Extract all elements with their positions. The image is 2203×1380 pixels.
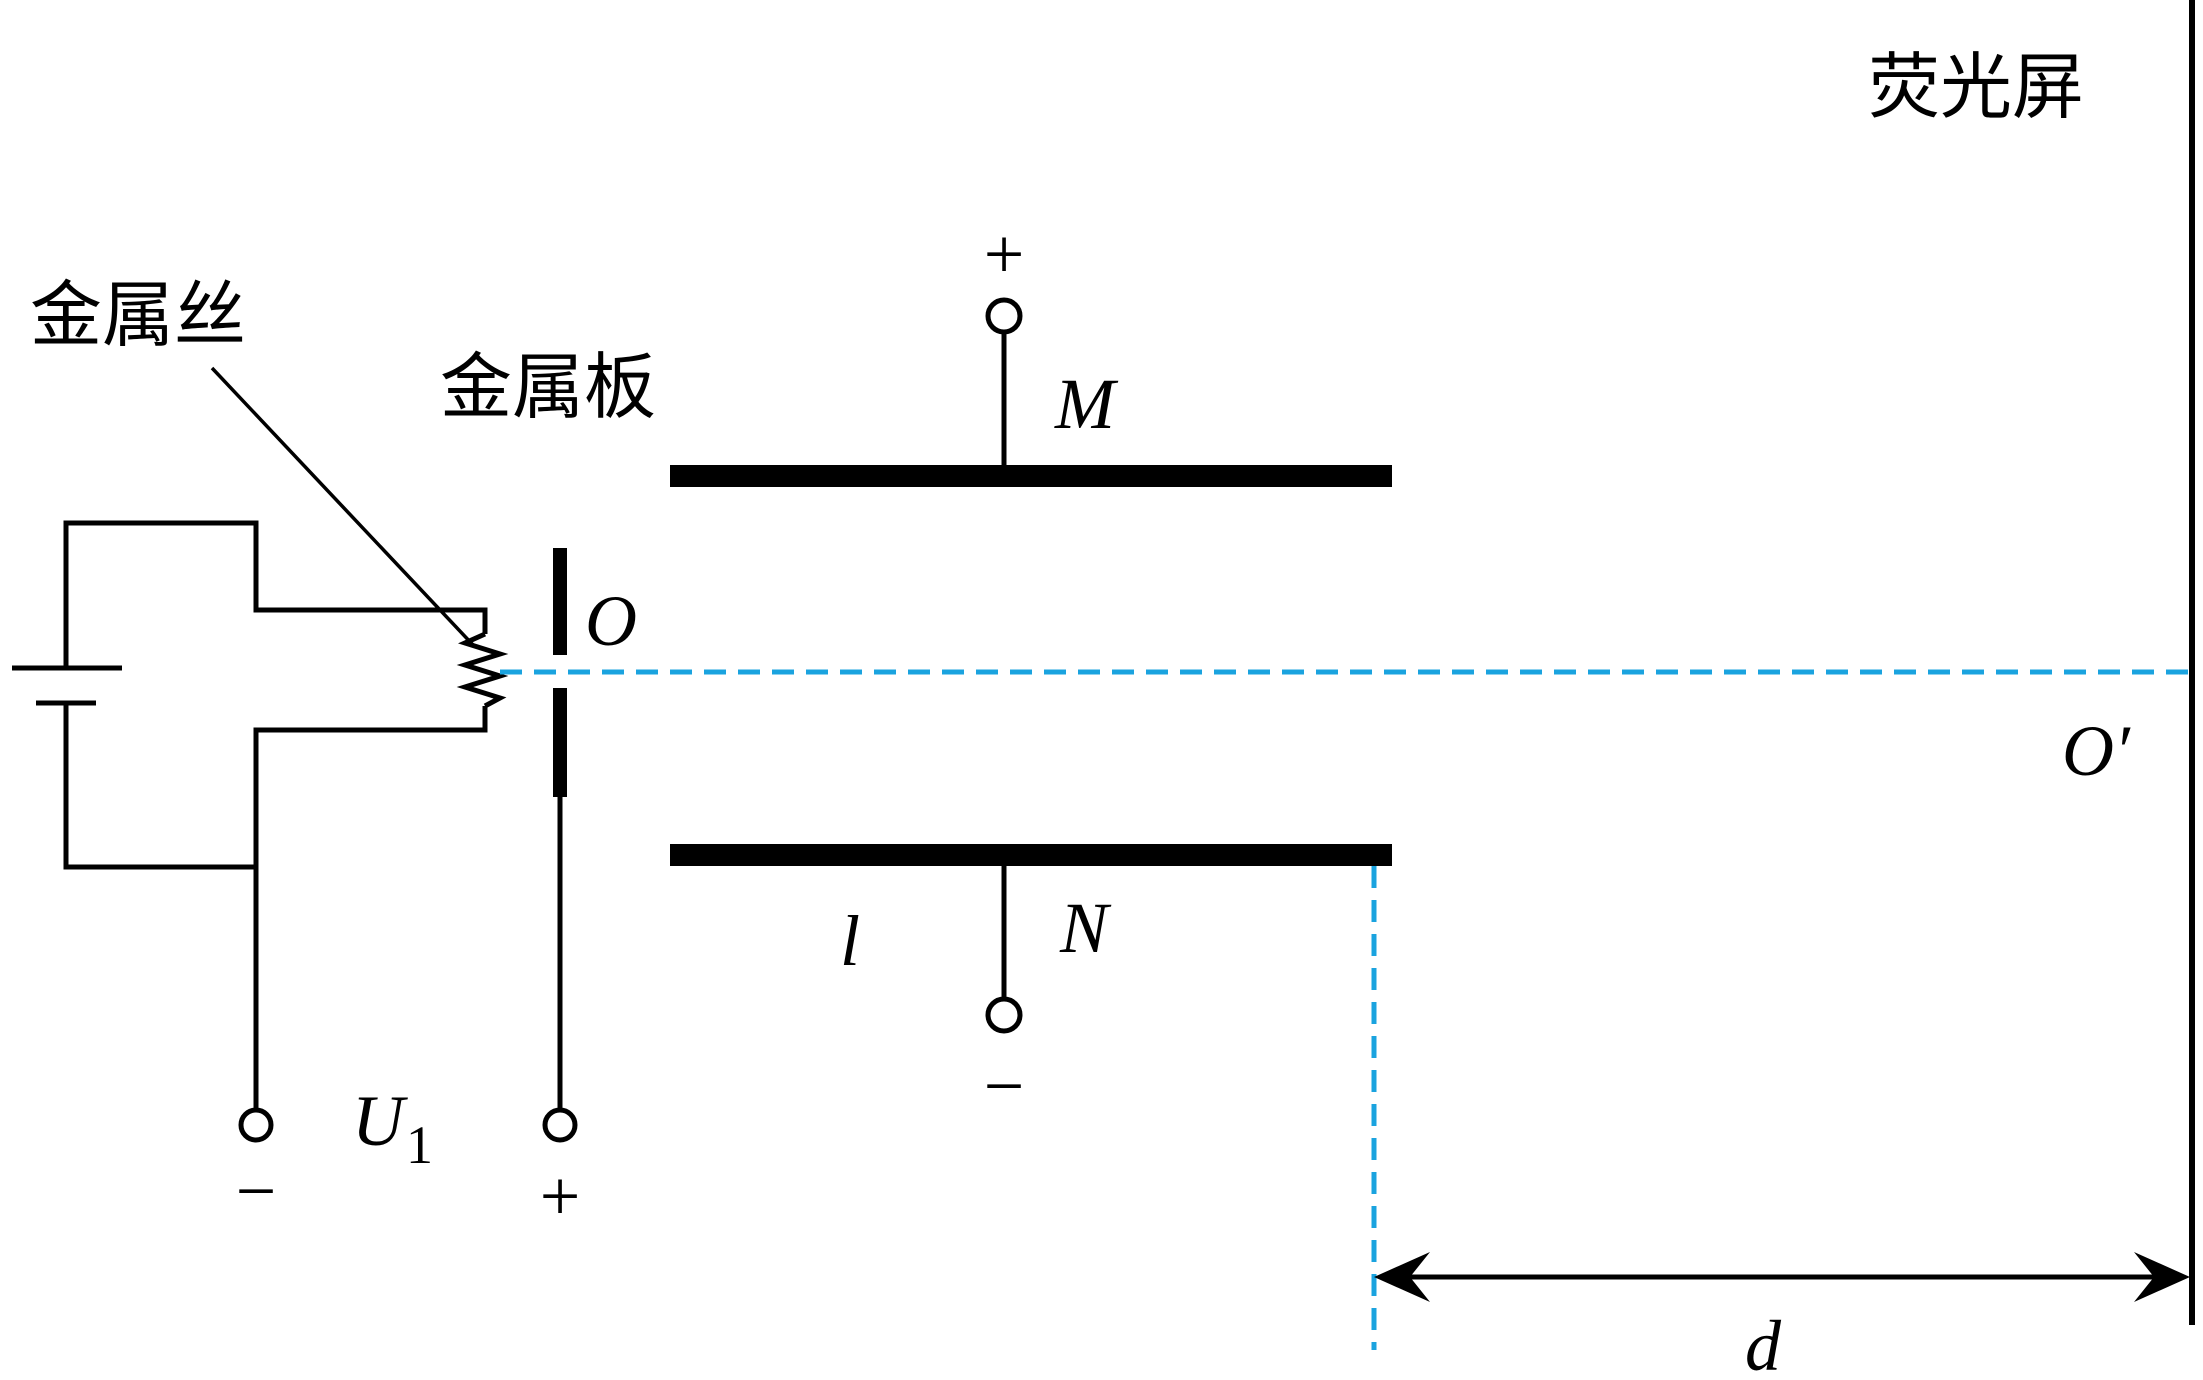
screen-point-label: O′	[2062, 711, 2131, 791]
wire-label: 金属丝	[30, 273, 246, 357]
heater-wire-top	[63, 520, 488, 668]
metal-plate-label: 金属板	[440, 345, 656, 429]
plate-m-terminal	[985, 297, 1023, 335]
metal-filament	[456, 631, 509, 709]
plate-n-minus-sign: −	[984, 1046, 1025, 1126]
aperture-label-o: O	[585, 581, 637, 661]
screen-label: 荧光屏	[1868, 45, 2084, 129]
plate-m-plus-sign: +	[984, 214, 1025, 294]
plate-m-label: M	[1054, 364, 1119, 444]
distance-arrow-right-head	[2134, 1252, 2190, 1302]
plate-n-terminal	[985, 996, 1023, 1034]
plate-length-label: l	[840, 901, 860, 981]
distance-label: d	[1745, 1306, 1782, 1380]
plate-n-label: N	[1059, 888, 1112, 968]
distance-arrow-left-head	[1374, 1252, 1430, 1302]
minus-sign-u1: −	[236, 1151, 277, 1231]
heater-battery	[12, 665, 122, 706]
heater-wire-bottom	[63, 703, 488, 870]
distance-arrow	[1374, 1252, 2190, 1302]
negative-terminal-u1	[238, 1107, 274, 1143]
voltage-label: U1	[352, 1081, 433, 1175]
positive-terminal-u1	[542, 1107, 578, 1143]
plus-sign-u1: +	[540, 1156, 581, 1236]
wire-pointer-line	[210, 366, 476, 648]
